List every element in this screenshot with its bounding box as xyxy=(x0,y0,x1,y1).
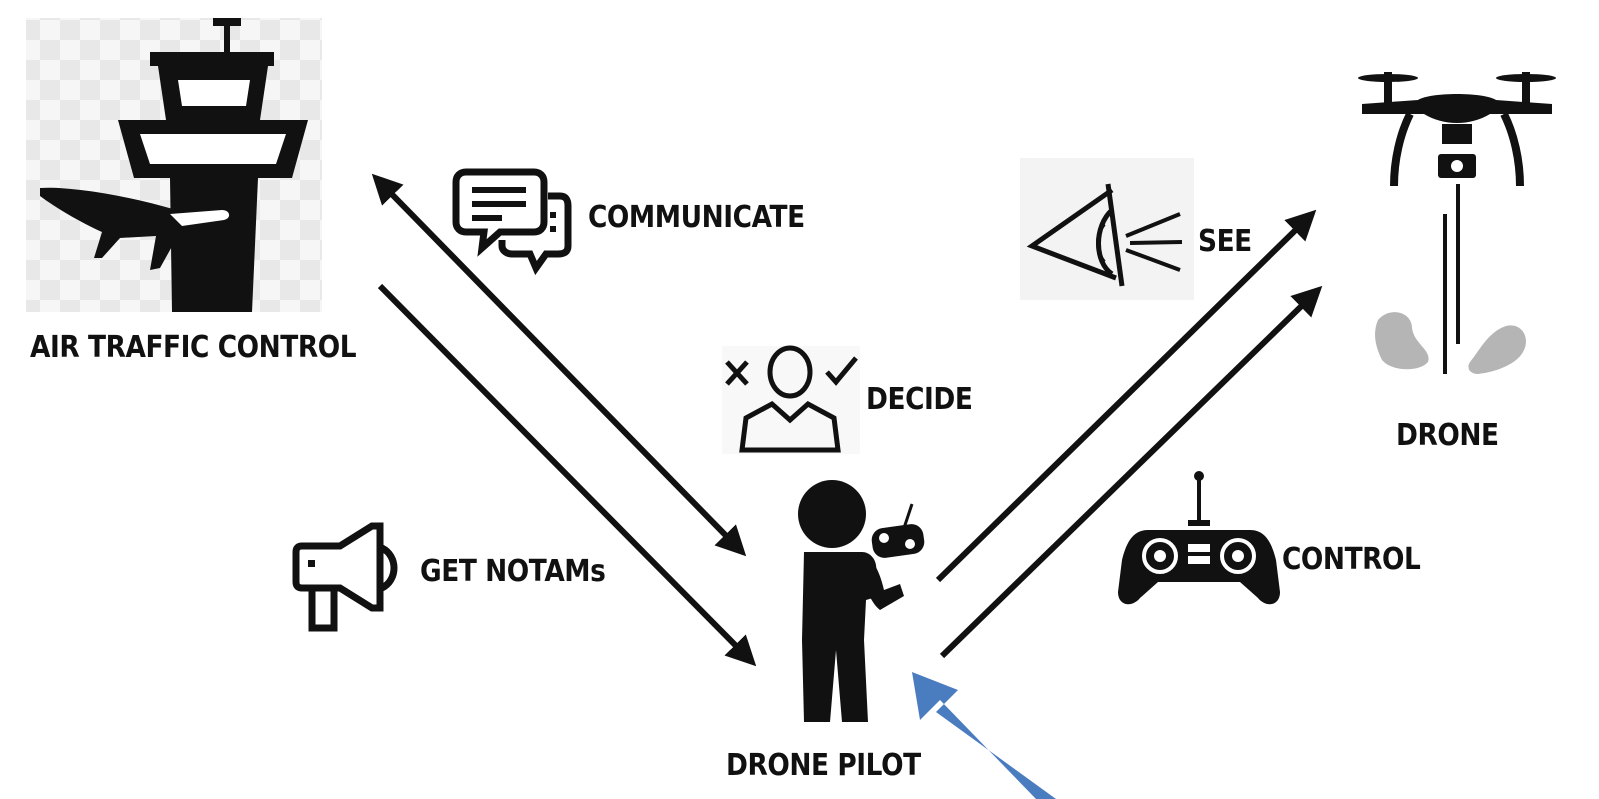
action-label-decide: DECIDE xyxy=(866,382,973,417)
action-label-see: SEE xyxy=(1198,224,1252,259)
action-label-get-notams: GET NOTAMs xyxy=(420,554,606,589)
node-label-drone-pilot: DRONE PILOT xyxy=(726,748,921,783)
node-label-drone: DRONE xyxy=(1396,418,1499,453)
person-decide-icon xyxy=(722,345,860,454)
arrow-see xyxy=(935,209,1317,583)
arrow-control xyxy=(939,285,1323,659)
drone-icon xyxy=(1358,72,1556,374)
highlight-arrow xyxy=(912,672,1056,799)
arrow-get-notams xyxy=(377,283,757,667)
node-label-air-traffic-control: AIR TRAFFIC CONTROL xyxy=(30,330,357,365)
pilot-with-remote-icon xyxy=(798,480,925,722)
eye-icon xyxy=(1020,158,1194,300)
airplane-icon xyxy=(40,187,237,270)
control-tower-icon xyxy=(26,18,322,312)
chat-bubbles-icon xyxy=(452,168,572,276)
action-label-control: CONTROL xyxy=(1282,542,1421,577)
action-label-communicate: COMMUNICATE xyxy=(588,200,805,235)
arrow-communicate xyxy=(371,173,747,557)
remote-controller-icon xyxy=(1118,471,1280,605)
megaphone-icon xyxy=(292,522,398,632)
